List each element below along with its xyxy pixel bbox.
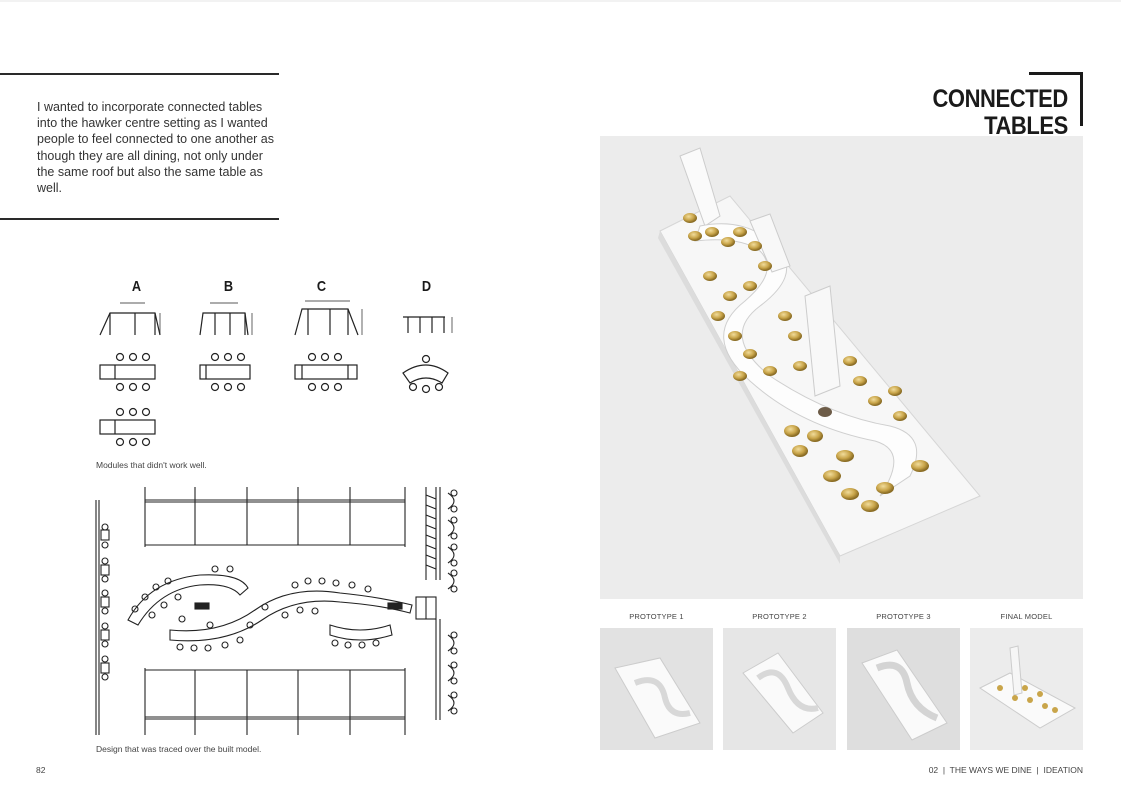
brass-stools [683,213,929,512]
module-c-plan [294,352,358,392]
title-bracket-side [1080,72,1083,126]
page-title-line1: CONNECTED [932,85,1069,113]
page-title-line2: TABLES [984,112,1068,140]
bottom-stall-row [144,668,406,735]
module-a-elevation [99,302,161,336]
intro-bottom-rule [0,218,279,220]
module-label-b: B [223,278,234,295]
prototype-2-label: PROTOTYPE 2 [752,612,807,621]
section-breadcrumb: 02 | THE WAYS WE DINE | IDEATION [928,765,1083,775]
module-diagrams [99,300,453,447]
module-a-plan [99,352,156,392]
intro-top-rule [0,73,279,75]
final-model-thumbnail [970,628,1083,750]
module-d-plan [402,354,449,394]
module-label-a: A [131,278,142,295]
prototype-3-photo [847,628,960,750]
right-seat-column [447,489,458,715]
prototype-3-label: PROTOTYPE 3 [876,612,931,621]
serpentine-tables [127,574,413,642]
left-seat-column [100,523,110,681]
serpentine-stools [131,565,380,652]
right-wall [415,487,441,720]
page-title: CONNECTED TABLES [932,85,1069,140]
page-top-edge [0,0,1121,2]
module-c-elevation [294,300,363,336]
module-d-elevation [403,316,453,333]
modules-caption: Modules that didn't work well. [96,460,207,470]
page-number: 82 [36,765,46,775]
hawker-plan-drawing [95,487,458,735]
prototype-1-label: PROTOTYPE 1 [629,612,684,621]
plan-caption: Design that was traced over the built mo… [96,744,262,754]
module-a-plan-alt [99,407,156,447]
module-label-d: D [421,278,432,295]
module-b-elevation [199,302,253,336]
final-model-label: FINAL MODEL [1000,612,1053,621]
intro-text: I wanted to incorporate connected tables… [37,100,274,196]
module-b-plan [199,352,251,392]
module-label-c: C [316,278,327,295]
prototype-1-photo [600,628,713,750]
title-bracket-top [1029,72,1083,75]
final-model-photo [600,136,1083,599]
prototype-2-photo [723,628,836,750]
top-stall-row [144,487,406,547]
